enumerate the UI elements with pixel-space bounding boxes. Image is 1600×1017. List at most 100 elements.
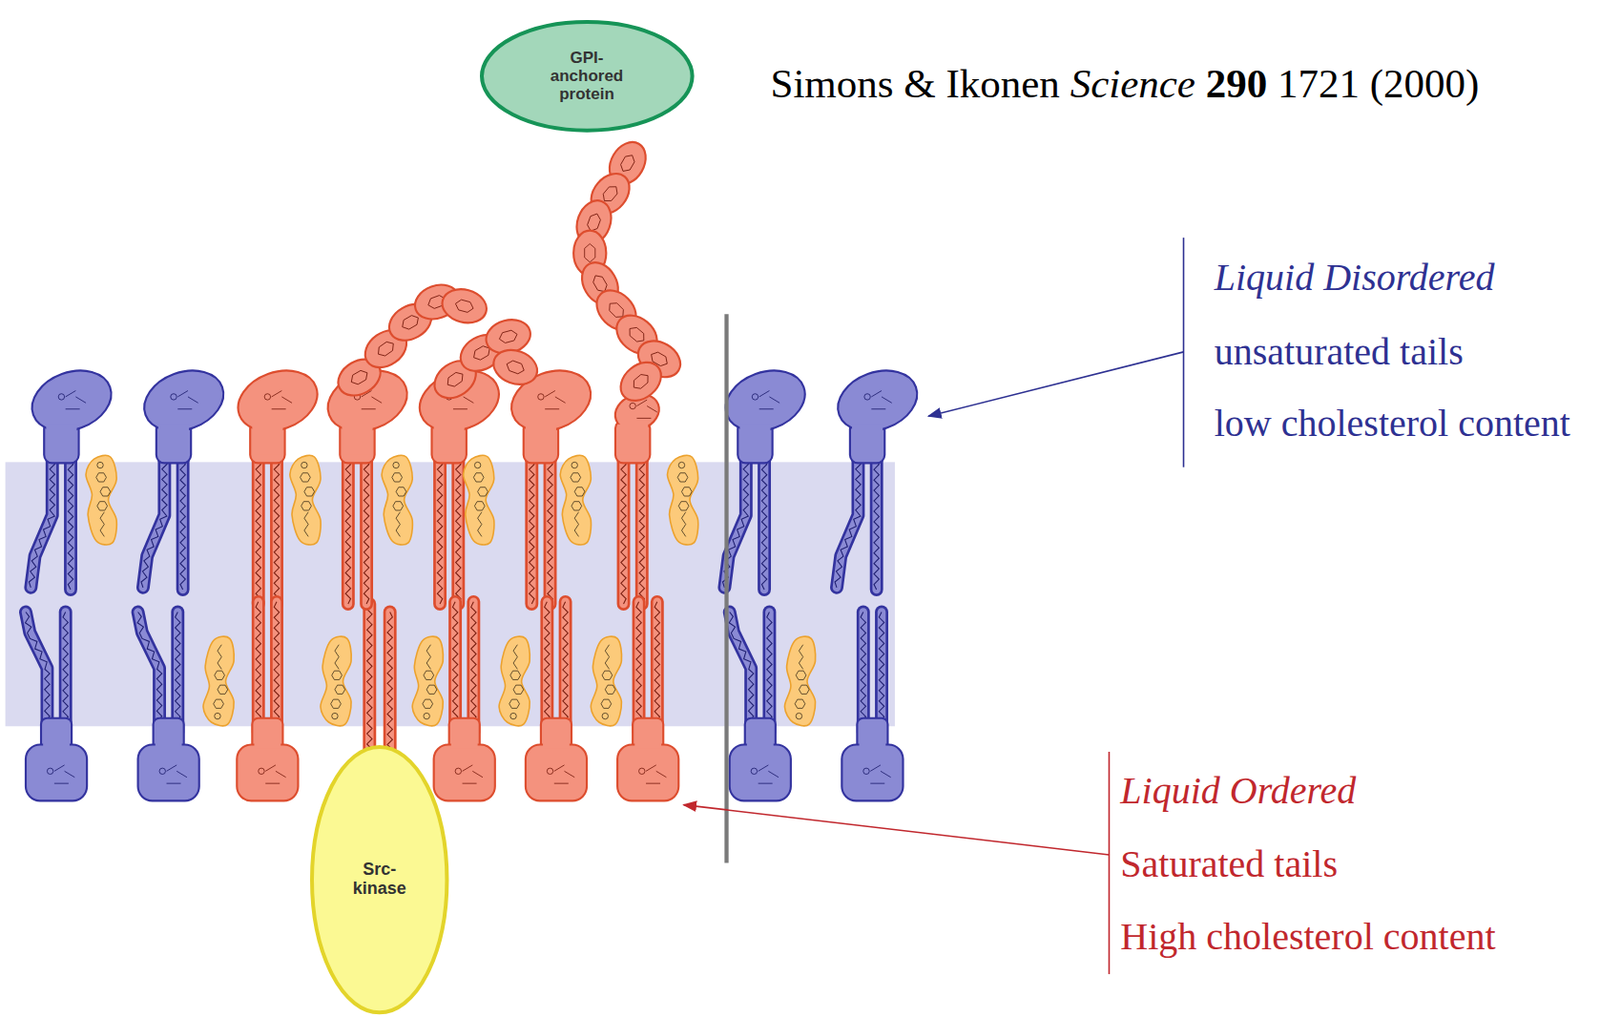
lower-lipid xyxy=(728,612,791,802)
lipid-tail xyxy=(632,602,646,733)
lipid-tail xyxy=(448,602,462,733)
lipid-tail-fill xyxy=(836,454,858,588)
lipid-tail-fill xyxy=(362,454,372,604)
steroid-ring xyxy=(477,487,489,497)
hydroxyl-group xyxy=(214,712,221,719)
tail-zigzag xyxy=(345,454,351,604)
upper-lipid xyxy=(502,359,600,604)
sugar-bonds xyxy=(444,370,466,390)
lipid-tail xyxy=(359,454,374,604)
phase-title: Liquid Ordered xyxy=(1120,768,1356,813)
citation-text: 1721 (2000) xyxy=(1277,60,1479,107)
cholesterol xyxy=(498,636,530,727)
sugar-ring xyxy=(613,354,669,409)
node-label: Src- kinase xyxy=(348,860,412,899)
cholesterol-body xyxy=(560,455,591,545)
head-atom xyxy=(639,768,645,774)
head-bond xyxy=(271,391,292,410)
head-atom xyxy=(170,394,177,400)
lipid-neck-fill xyxy=(542,730,570,749)
head-atom xyxy=(58,394,64,400)
lipid-tail xyxy=(30,454,52,588)
steroid-ring xyxy=(97,501,108,511)
steroid-ring xyxy=(474,501,485,511)
head-bond xyxy=(636,399,657,418)
sterol-tail xyxy=(477,512,482,538)
sterol-tail xyxy=(334,644,339,670)
steroid-ring xyxy=(681,487,692,497)
lipid-tail-fill xyxy=(872,454,881,590)
head-atom xyxy=(863,768,870,774)
node-text-wrap: GPI- anchored protein xyxy=(542,49,631,104)
phase-boundary xyxy=(724,313,728,863)
steroid-ring xyxy=(678,501,689,511)
steroid-ring xyxy=(422,699,434,708)
lower-lipid xyxy=(841,612,903,802)
lower-lipid xyxy=(236,602,298,801)
lipid-neck-fill xyxy=(451,730,478,749)
tail-zigzag xyxy=(471,602,477,733)
tail-zigzag xyxy=(67,454,73,590)
tail-zigzag xyxy=(529,454,535,604)
lipid-neck-fill xyxy=(747,730,774,749)
hydroxyl-group xyxy=(393,461,399,468)
head-bond xyxy=(870,765,891,784)
lipid-tail xyxy=(176,454,190,590)
sterol-tail xyxy=(681,512,686,538)
steroid-ring xyxy=(393,501,404,511)
cholesterol xyxy=(412,636,443,727)
hydroxyl-group xyxy=(510,712,517,719)
lipid-neck xyxy=(737,420,772,464)
citation-row: Simons & IkonenScience2901721 (2000) xyxy=(769,60,1479,107)
hydroxyl-group xyxy=(795,712,802,719)
tail-zigzag xyxy=(834,454,861,588)
steroid-ring xyxy=(473,473,484,482)
cholesterol xyxy=(784,636,815,727)
steroid-ring xyxy=(100,487,111,497)
cholesterol xyxy=(666,455,698,545)
cholesterol-body xyxy=(412,636,443,727)
tail-zigzag xyxy=(436,454,442,604)
lipid-tail-fill xyxy=(542,602,552,733)
lipid-tail xyxy=(543,454,558,604)
lipid-neck xyxy=(41,718,72,751)
cholesterol-body xyxy=(784,636,815,727)
sugar-ring xyxy=(438,284,491,328)
lipid-neck-fill xyxy=(158,424,189,456)
bracket-line xyxy=(1108,751,1111,975)
tail-zigzag xyxy=(728,612,754,733)
sugar-bonds xyxy=(498,329,519,345)
lipid-tail-fill xyxy=(436,454,445,604)
lipid-head xyxy=(25,745,87,802)
sugar-body xyxy=(613,354,669,409)
lipid-tail-fill xyxy=(634,602,644,733)
tail-zigzag xyxy=(456,454,461,604)
lipid-neck xyxy=(43,420,79,464)
lipid-tail-fill xyxy=(61,612,70,733)
cholesterol-body xyxy=(203,636,234,727)
tail-zigzag xyxy=(654,602,660,733)
steroid-ring xyxy=(304,487,315,497)
sterol-tail xyxy=(798,644,803,670)
citation-text: Simons & Ikonen xyxy=(769,60,1060,107)
lipid-tail xyxy=(270,454,284,604)
steroid-ring xyxy=(677,473,688,482)
steroid-ring xyxy=(604,685,616,694)
head-bond xyxy=(554,765,575,784)
upper-lipid xyxy=(717,359,814,590)
lipid-tail-fill xyxy=(765,612,774,733)
lipid-tail xyxy=(650,602,665,733)
upper-lipid xyxy=(319,359,416,604)
hydroxyl-group xyxy=(332,712,338,719)
tail-zigzag xyxy=(62,612,68,733)
cholesterol-body xyxy=(320,636,352,727)
cholesterol xyxy=(560,455,591,545)
tail-zigzag xyxy=(180,454,186,590)
head-atom xyxy=(455,768,461,774)
head-bond xyxy=(758,765,779,784)
head-bond xyxy=(544,391,565,410)
tail-zigzag xyxy=(255,602,261,733)
lipid-tail-fill xyxy=(545,454,555,604)
phase-property: Saturated tails xyxy=(1120,842,1338,887)
lower-lipid xyxy=(137,612,200,802)
